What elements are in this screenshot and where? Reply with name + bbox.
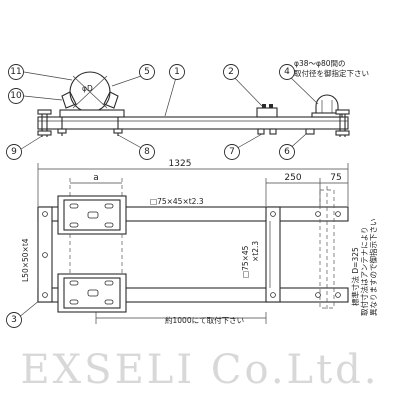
spacing-note-1: 標準寸法 D=325: [350, 247, 360, 306]
pipe-range-note-1: φ38～φ80間の: [294, 59, 345, 68]
svg-text:4: 4: [284, 67, 290, 77]
svg-text:7: 7: [229, 147, 235, 157]
channel-mid-label-2: ×t2.3: [251, 241, 260, 262]
svg-text:9: 9: [11, 147, 17, 157]
callout-7: 7: [224, 144, 240, 160]
callout-11: 11: [8, 64, 24, 80]
svg-text:5: 5: [144, 67, 150, 77]
pipe-diameter-label: φD: [82, 84, 93, 93]
channel-mid-label-1: □75×45: [241, 245, 250, 278]
callout-1: 1: [169, 64, 185, 80]
svg-text:2: 2: [228, 67, 234, 77]
channel-top-label: □75×45×t2.3: [150, 197, 204, 206]
side-view: φD φ38～φ80間の 取付径を御指定下さい: [37, 59, 369, 137]
bracket-mid: [256, 104, 278, 135]
cross-channel-right: [265, 206, 281, 303]
svg-text:8: 8: [144, 147, 150, 157]
callout-5: 5: [139, 64, 155, 80]
clamp-plate-lower: [57, 273, 127, 313]
callout-2: 2: [223, 64, 239, 80]
spacing-note-2: 取付寸法はアンテナにより: [359, 226, 369, 316]
angle-size-label: L50×50×t4: [21, 238, 30, 282]
callout-10: 10: [8, 88, 24, 104]
callout-9: 9: [6, 144, 22, 160]
spacing-note-3: 異なりますので御指示下さい: [368, 219, 378, 317]
plan-view: 1325 a 250 75: [21, 159, 378, 325]
svg-text:1: 1: [174, 67, 180, 77]
callout-8: 8: [139, 144, 155, 160]
svg-text:11: 11: [10, 67, 21, 77]
dim-250: 250: [284, 173, 301, 183]
mount-note: 約1000にて取付下さい: [165, 315, 244, 325]
callout-6: 6: [279, 144, 295, 160]
callout-4: 4: [279, 64, 295, 80]
svg-text:3: 3: [11, 315, 17, 325]
overall-length-dim: 1325: [169, 159, 192, 169]
dim-a: a: [93, 173, 99, 183]
svg-text:6: 6: [284, 147, 290, 157]
main-beam-side: [37, 116, 349, 130]
company-watermark: EXSELI Co.Ltd.: [20, 347, 379, 393]
dim-75: 75: [330, 173, 341, 183]
pipe-clamp-left: φD: [37, 71, 125, 137]
pipe-range-note-2: 取付径を御指定下さい: [294, 68, 369, 78]
svg-text:10: 10: [10, 91, 22, 101]
callout-3: 3: [6, 312, 22, 328]
pipe-clamp-right: [305, 94, 350, 137]
clamp-plate-upper: [57, 195, 127, 235]
